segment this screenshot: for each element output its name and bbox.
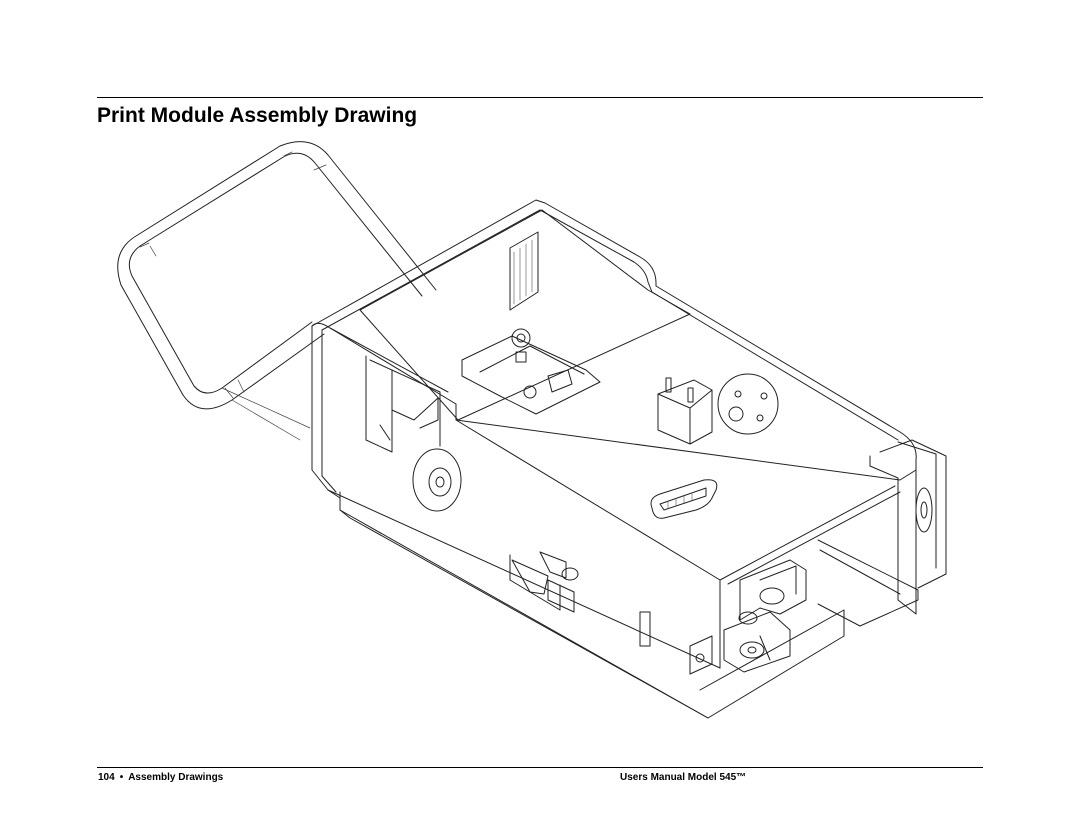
footer-section: 104 • Assembly Drawings xyxy=(98,771,223,785)
header-rule xyxy=(97,97,983,98)
page-number: 104 xyxy=(98,772,115,783)
front-slot xyxy=(650,479,718,519)
lever-bracket xyxy=(511,551,579,613)
top-slot xyxy=(509,231,539,311)
section-name: Assembly Drawings xyxy=(128,772,224,783)
sensor-block xyxy=(657,373,779,445)
manual-name: Users Manual Model 545™ xyxy=(620,772,747,783)
main-housing xyxy=(311,199,947,719)
footer-separator: • xyxy=(119,772,124,783)
lower-mechanism xyxy=(639,559,807,675)
paper-guide-handle xyxy=(117,141,437,441)
page-title: Print Module Assembly Drawing xyxy=(97,104,418,127)
right-roller xyxy=(915,487,933,533)
inner-mechanism xyxy=(461,328,601,415)
footer-rule xyxy=(97,767,983,768)
left-roller-assembly xyxy=(365,355,462,512)
